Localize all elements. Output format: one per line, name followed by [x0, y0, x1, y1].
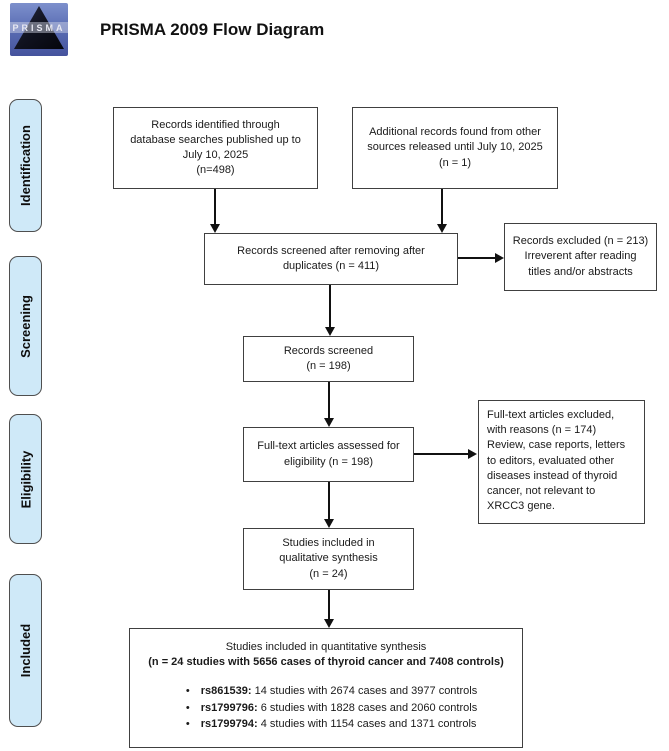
stage-eligibility-label: Eligibility: [18, 450, 34, 508]
logo-band: [10, 22, 68, 33]
box-fulltext-assessed-text: Full-text articles assessed for eligibil…: [257, 440, 400, 468]
arrow-qualitative-to-quantitative-head: [324, 619, 334, 628]
box-records-identified: Records identified through database sear…: [113, 107, 318, 189]
list-item: • rs1799796: 6 studies with 1828 cases a…: [175, 700, 477, 717]
arrow-additional-to-screened-line: [441, 189, 443, 225]
stage-included-label: Included: [18, 623, 34, 678]
arrow-to-fulltext-excluded-line: [414, 453, 469, 455]
snp-id: rs1799796:: [200, 701, 258, 714]
snp-id: rs861539:: [200, 684, 252, 697]
box-fulltext-excluded: Full-text articles excluded, with reason…: [478, 400, 645, 524]
box-screened-after-duplicates: Records screened after removing after du…: [204, 233, 458, 285]
quantitative-subtitle: (n = 24 studies with 5656 cases of thyro…: [148, 656, 504, 669]
snp-detail: 6 studies with 1828 cases and 2060 contr…: [257, 701, 478, 714]
arrow-additional-to-screened-head: [437, 224, 447, 233]
box-quantitative: Studies included in quantitative synthes…: [129, 628, 523, 748]
list-item: • rs1799794: 4 studies with 1154 cases a…: [175, 716, 477, 733]
bullet-icon: •: [185, 718, 190, 731]
bullet-icon: •: [185, 684, 190, 697]
arrow-screened-to-fulltext-head: [324, 418, 334, 427]
logo-text: PRISMA: [12, 23, 66, 33]
arrow-fulltext-to-qualitative-head: [324, 519, 334, 528]
box-fulltext-assessed: Full-text articles assessed for eligibil…: [243, 427, 414, 482]
snp-id: rs1799794:: [200, 718, 258, 731]
arrow-qualitative-to-quantitative-line: [328, 590, 330, 619]
logo-pyramid-icon: [14, 6, 64, 49]
arrow-to-fulltext-excluded-head: [468, 449, 477, 459]
arrow-identified-to-screened-line: [214, 189, 216, 225]
arrow-screened-to-fulltext-line: [328, 382, 330, 418]
stage-screening-label: Screening: [18, 294, 34, 358]
snp-detail: 4 studies with 1154 cases and 1371 contr…: [257, 718, 477, 731]
quantitative-title: Studies included in quantitative synthes…: [225, 641, 427, 653]
bullet-icon: •: [185, 701, 190, 714]
box-qualitative: Studies included in qualitative synthesi…: [243, 528, 414, 590]
box-records-identified-text: Records identified through database sear…: [130, 118, 301, 177]
box-qualitative-text: Studies included in qualitative synthesi…: [279, 537, 378, 580]
box-records-excluded-text: Records excluded (n = 213) Irreverent af…: [512, 235, 649, 278]
quantitative-bullet-list: • rs861539: 14 studies with 2674 cases a…: [175, 683, 477, 733]
stage-eligibility: Eligibility: [9, 414, 42, 544]
arrow-duplicates-to-screened-line: [329, 285, 331, 327]
arrow-fulltext-to-qualitative-line: [328, 482, 330, 519]
list-item: • rs861539: 14 studies with 2674 cases a…: [175, 683, 477, 700]
arrow-to-records-excluded-line: [458, 257, 496, 259]
stage-screening: Screening: [9, 256, 42, 396]
prisma-logo: PRISMA: [10, 3, 68, 56]
page-title: PRISMA 2009 Flow Diagram: [100, 20, 325, 39]
box-additional-records: Additional records found from other sour…: [352, 107, 558, 189]
arrow-to-records-excluded-head: [495, 253, 504, 263]
box-records-screened: Records screened (n = 198): [243, 336, 414, 382]
snp-detail: 14 studies with 2674 cases and 3977 cont…: [251, 684, 478, 697]
stage-identification-label: Identification: [18, 125, 34, 206]
box-records-screened-text: Records screened (n = 198): [283, 344, 374, 372]
stage-identification: Identification: [9, 99, 42, 232]
arrow-identified-to-screened-head: [210, 224, 220, 233]
box-additional-records-text: Additional records found from other sour…: [367, 126, 543, 169]
stage-included: Included: [9, 574, 42, 727]
box-screened-after-duplicates-text: Records screened after removing after du…: [237, 244, 425, 272]
box-fulltext-excluded-text: Full-text articles excluded, with reason…: [487, 409, 626, 513]
arrow-duplicates-to-screened-head: [325, 327, 335, 336]
box-records-excluded: Records excluded (n = 213) Irreverent af…: [504, 223, 657, 291]
